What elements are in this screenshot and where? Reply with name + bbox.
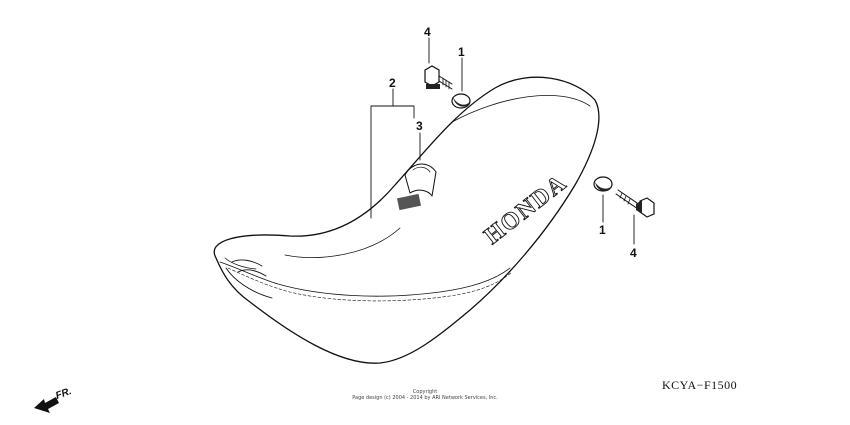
copyright-notice: Copyright Page design (c) 2004 - 2014 by… bbox=[330, 389, 520, 401]
callout-2: 2 bbox=[389, 76, 396, 90]
bolt-right bbox=[615, 189, 655, 218]
bolt-upper bbox=[424, 65, 453, 90]
copyright-heading: Copyright bbox=[412, 389, 438, 395]
callout-1-right: 1 bbox=[599, 223, 606, 237]
copyright-text: Page design (c) 2004 - 2014 by ARI Netwo… bbox=[352, 395, 498, 401]
front-direction-label: FR. bbox=[54, 386, 73, 402]
callout-1-top: 1 bbox=[458, 45, 465, 59]
callout-4-top: 4 bbox=[424, 25, 431, 39]
honda-logo: HONDA bbox=[480, 170, 572, 250]
diagram-code: KCYA−F1500 bbox=[662, 378, 738, 392]
callout-3: 3 bbox=[416, 119, 423, 133]
seat-assembly: HONDA bbox=[213, 76, 600, 364]
front-direction-indicator: FR. bbox=[32, 384, 92, 416]
front-arrow-icon bbox=[34, 397, 59, 413]
collar-upper bbox=[451, 93, 471, 109]
leader-lines bbox=[370, 37, 635, 245]
callout-4-right: 4 bbox=[630, 246, 637, 260]
collar-right bbox=[593, 176, 613, 192]
